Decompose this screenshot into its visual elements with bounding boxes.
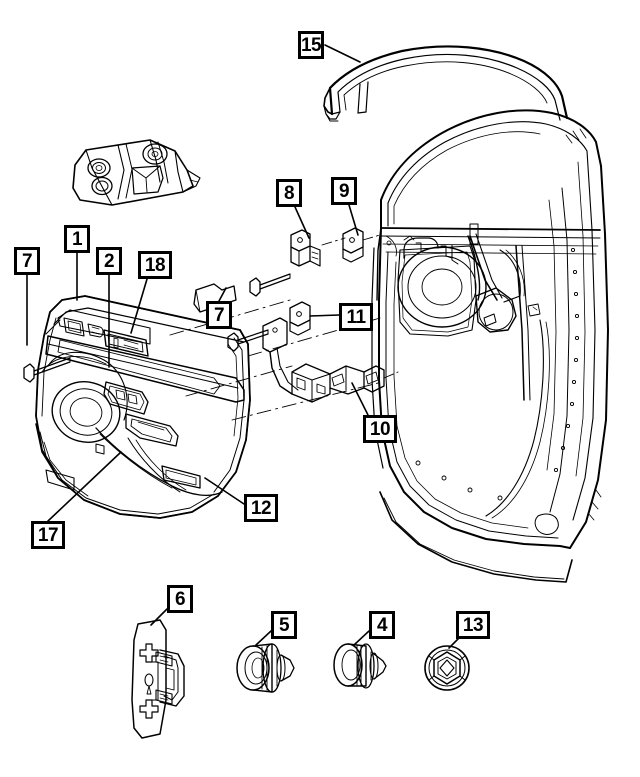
callout-5[interactable]: 5 [271,611,297,639]
callout-15[interactable]: 15 [298,31,324,59]
part-map-pocket-trim [161,465,201,489]
callout-9[interactable]: 9 [331,177,357,205]
part-screw-upper [249,273,291,297]
callout-leader-17 [47,451,122,522]
callout-12[interactable]: 12 [244,494,278,522]
part-door-frame-weatherstrip [323,45,569,122]
part-push-pin-fastener [236,643,295,693]
callout-leader-10 [351,382,369,416]
callout-8[interactable]: 8 [276,179,302,207]
callout-leader-11 [309,314,340,317]
callout-leader-7 [218,287,227,302]
part-retainer-clip-upper-rear [342,227,381,263]
part-speaker-housing-bracket [72,139,201,206]
part-door-trim-panel [35,295,251,519]
callout-13[interactable]: 13 [456,611,490,639]
callout-7a[interactable]: 7 [14,247,40,275]
callout-leader-18 [130,278,148,334]
callout-leader-12 [204,477,245,505]
part-screw-lower [227,329,269,352]
callout-10[interactable]: 10 [363,415,397,443]
callout-6[interactable]: 6 [167,585,193,613]
callout-18[interactable]: 18 [138,251,172,279]
part-screw-target-plate [193,283,237,313]
callout-1[interactable]: 1 [64,225,90,253]
callout-leader-4 [353,630,370,646]
part-hex-nut-cap [424,645,470,691]
callout-2[interactable]: 2 [96,247,122,275]
part-push-pin-fastener-small [333,643,387,689]
callout-leader-5 [255,630,272,646]
part-speaker-grille-lower [51,381,121,443]
callout-leader-8 [294,206,310,239]
part-panel-clip-retainer [131,619,185,739]
part-screw-left [23,357,71,383]
part-retainer-clip-upper [290,229,346,267]
part-door-inner-panel [371,109,609,583]
callout-7b[interactable]: 7 [206,301,232,329]
callout-leader-15 [324,44,361,63]
callout-4[interactable]: 4 [369,611,395,639]
callout-17[interactable]: 17 [31,521,65,549]
part-trim-panel-bracket [262,317,399,403]
callout-11[interactable]: 11 [339,303,373,331]
callout-leader-6 [150,608,168,626]
callout-leader-9 [348,204,359,236]
